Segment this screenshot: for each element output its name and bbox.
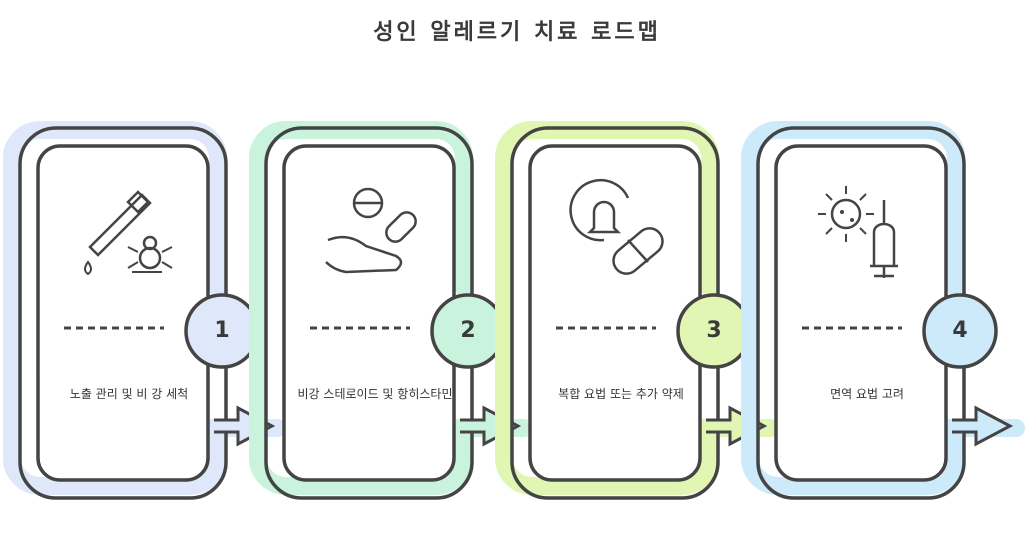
step-4-inner-frame <box>774 144 948 482</box>
step-3-label: 복합 요법 또는 추가 약제 <box>558 387 684 401</box>
virus-and-syringe-icon <box>818 186 898 278</box>
alarm-and-capsule-icon <box>569 179 664 275</box>
step-3-card <box>495 121 779 500</box>
step-1-arrow <box>214 405 276 447</box>
step-2-number: 2 <box>460 318 476 343</box>
step-2-label: 비강 스테로이드 및 항히스타민 <box>297 387 453 401</box>
step-4-number-circle <box>922 293 998 369</box>
step-3-inner-frame <box>528 144 702 482</box>
dropper-and-mite-icon <box>84 190 173 276</box>
step-1-number: 1 <box>214 318 230 343</box>
pills-in-hand-icon <box>325 187 417 274</box>
step-3-arrow <box>706 405 768 447</box>
step-1-inner-frame <box>36 144 210 482</box>
step-2-inner-frame <box>282 144 456 482</box>
step-1-card <box>3 121 287 500</box>
step-2-card <box>249 121 533 500</box>
diagram-title: 성인 알레르기 치료 로드맵 <box>373 19 661 45</box>
step-4-number: 4 <box>952 318 968 343</box>
step-4-card <box>741 121 1025 500</box>
step-4-label: 면역 요법 고려 <box>830 387 904 401</box>
step-4-arrow <box>952 405 1014 447</box>
step-3-number: 3 <box>706 318 722 343</box>
step-1-label: 노출 관리 및 비 강 세척 <box>69 387 189 401</box>
step-2-arrow <box>460 405 522 447</box>
